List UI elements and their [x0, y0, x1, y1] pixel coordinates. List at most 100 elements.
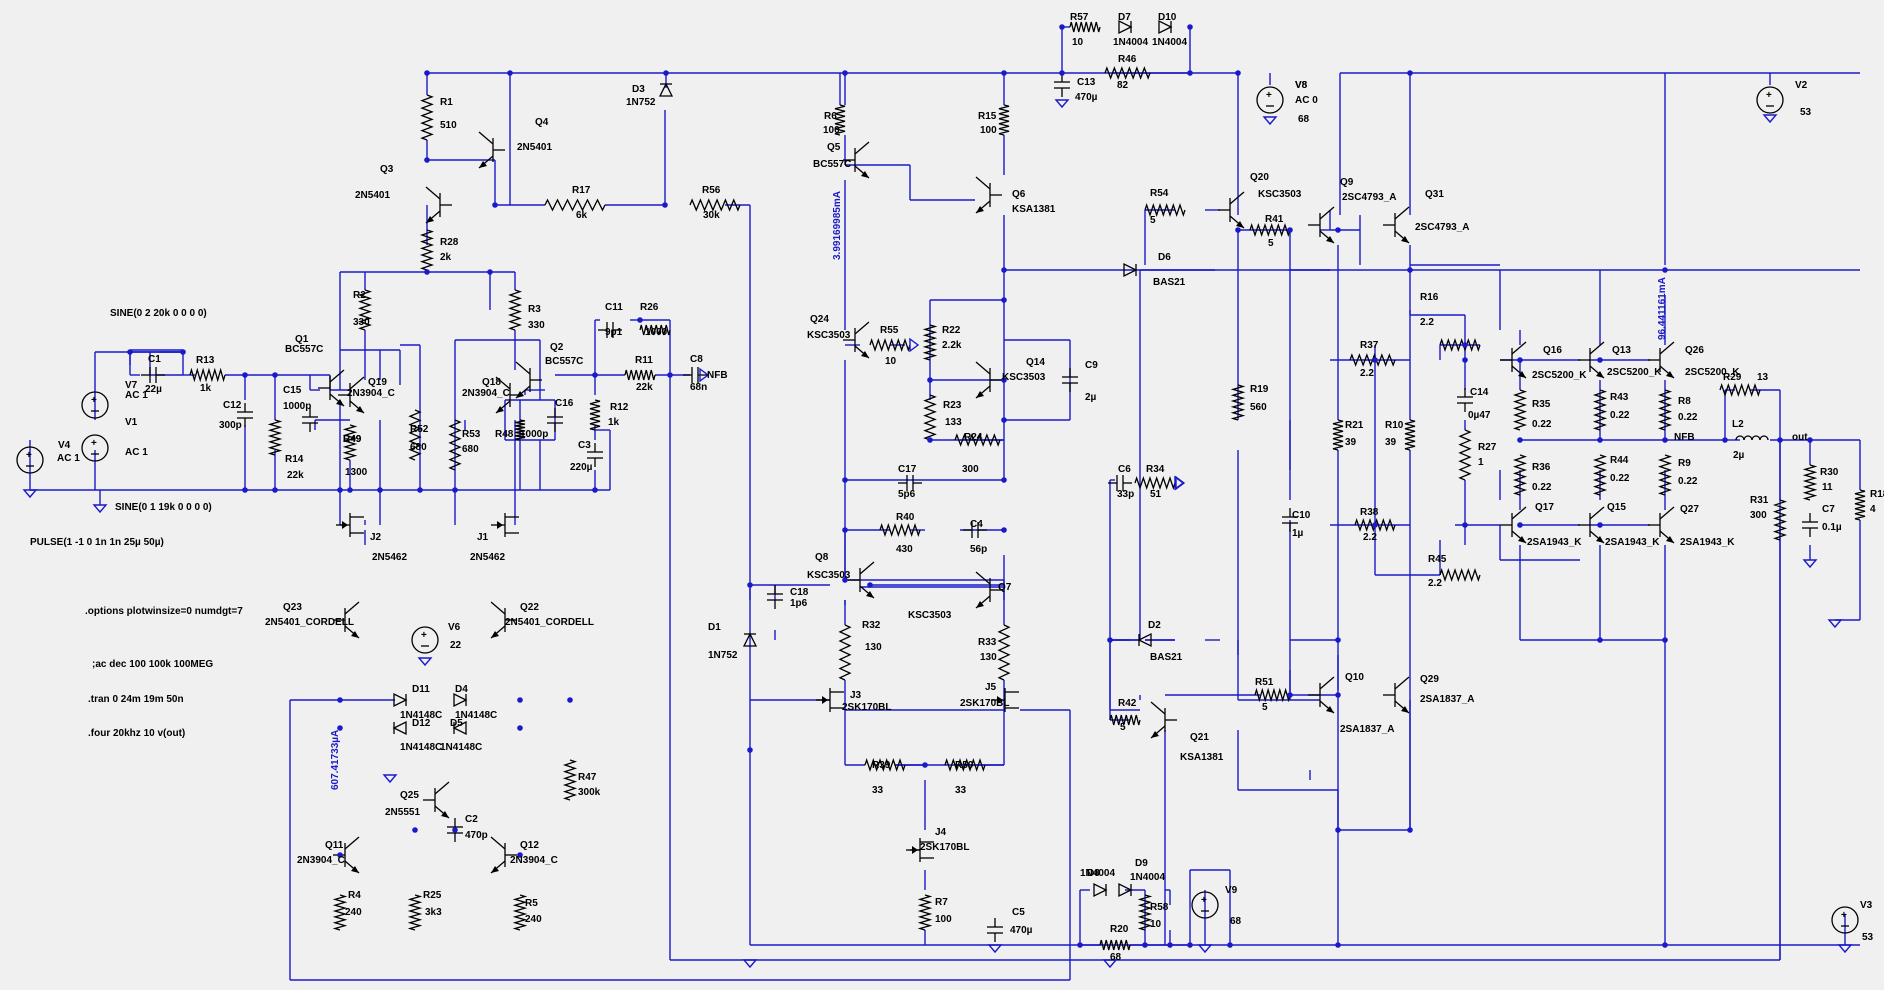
diode-d10[interactable] — [1158, 19, 1173, 35]
jfet-j2[interactable] — [336, 513, 364, 537]
diode-d5[interactable] — [452, 720, 467, 736]
resistor-r29[interactable] — [1719, 382, 1761, 398]
resistor-r6[interactable] — [834, 104, 846, 136]
resistor-r31[interactable] — [1772, 499, 1788, 541]
transistor-q29[interactable] — [1383, 676, 1410, 714]
resistor-r21[interactable] — [1332, 419, 1344, 451]
inductor-l2[interactable] — [1735, 435, 1769, 441]
resistor-r40[interactable] — [879, 522, 921, 538]
jfet-j3[interactable] — [816, 688, 844, 712]
capacitor-c13[interactable] — [1054, 73, 1070, 97]
diode-d11[interactable] — [393, 692, 408, 708]
transistor-q19[interactable] — [338, 376, 365, 414]
resistor-r42[interactable] — [1109, 714, 1141, 726]
resistor-r15[interactable] — [998, 104, 1010, 136]
resistor-r18[interactable] — [1854, 489, 1866, 521]
transistor-q26[interactable] — [1648, 341, 1675, 379]
capacitor-c4[interactable] — [963, 522, 987, 538]
resistor-r53[interactable] — [448, 419, 462, 471]
resistor-r41[interactable] — [1249, 222, 1291, 238]
resistor-r5[interactable] — [512, 894, 528, 931]
resistor-r23[interactable] — [923, 394, 937, 441]
jfet-j4[interactable] — [906, 838, 934, 862]
transistor-q13[interactable] — [1578, 341, 1605, 379]
capacitor-c2[interactable] — [447, 818, 463, 842]
resistor-r39[interactable] — [864, 757, 906, 773]
transistor-q14[interactable] — [975, 361, 1002, 399]
resistor-r47[interactable] — [562, 759, 578, 801]
capacitor-c11[interactable] — [598, 322, 622, 338]
resistor-r35[interactable] — [1512, 389, 1528, 431]
transistor-q2[interactable] — [515, 361, 542, 399]
transistor-q17[interactable] — [1500, 506, 1527, 544]
resistor-r51[interactable] — [1254, 687, 1291, 703]
resistor-r2[interactable] — [357, 289, 373, 331]
transistor-q15[interactable] — [1578, 506, 1605, 544]
resistor-r45[interactable] — [1439, 567, 1481, 583]
resistor-r57[interactable] — [1069, 21, 1101, 33]
resistor-r22[interactable] — [922, 324, 938, 361]
resistor-r52[interactable] — [408, 409, 422, 461]
capacitor-c15[interactable] — [302, 408, 318, 432]
capacitor-c10[interactable] — [1282, 508, 1298, 532]
source-v6[interactable]: + — [411, 626, 439, 654]
resistor-r3[interactable] — [507, 289, 523, 331]
resistor-r46[interactable] — [1104, 66, 1151, 80]
resistor-r17[interactable] — [544, 198, 606, 212]
diode-d2[interactable] — [1137, 632, 1152, 648]
jfet-j5[interactable] — [991, 688, 1019, 712]
diode-d4[interactable] — [453, 692, 468, 708]
transistor-q10[interactable] — [1308, 676, 1335, 714]
resistor-r4[interactable] — [332, 894, 348, 931]
source-v9[interactable]: + — [1191, 891, 1219, 919]
source-v1[interactable]: + — [81, 434, 109, 462]
resistor-r19[interactable] — [1230, 384, 1246, 421]
resistor-r32[interactable] — [838, 624, 852, 681]
diode-d12[interactable] — [392, 720, 407, 736]
resistor-r58[interactable] — [1137, 894, 1153, 931]
resistor-r11[interactable] — [624, 369, 656, 381]
resistor-r13[interactable] — [189, 367, 226, 383]
source-v4[interactable]: + — [16, 446, 44, 474]
capacitor-c12[interactable] — [237, 403, 253, 427]
transistor-q6[interactable] — [975, 176, 1002, 214]
diode-d6[interactable] — [1123, 262, 1138, 278]
diode-d3[interactable] — [658, 82, 674, 97]
transistor-q31[interactable] — [1383, 206, 1410, 244]
resistor-r33[interactable] — [997, 624, 1011, 681]
resistor-r44[interactable] — [1592, 454, 1608, 496]
source-v2[interactable]: + — [1756, 86, 1784, 114]
resistor-r56[interactable] — [689, 198, 741, 212]
resistor-r30[interactable] — [1802, 464, 1818, 501]
source-v3[interactable]: + — [1831, 906, 1859, 934]
resistor-r9[interactable] — [1657, 454, 1673, 496]
capacitor-c7[interactable] — [1802, 513, 1818, 537]
resistor-r54[interactable] — [1144, 202, 1186, 218]
transistor-q22[interactable] — [490, 601, 517, 639]
resistor-r27[interactable] — [1458, 429, 1472, 481]
transistor-q1[interactable] — [318, 369, 345, 407]
resistor-r14[interactable] — [267, 419, 283, 456]
transistor-q8[interactable] — [848, 561, 875, 599]
resistor-r24[interactable] — [954, 433, 1001, 447]
capacitor-c3[interactable] — [587, 443, 603, 467]
transistor-q16[interactable] — [1500, 341, 1527, 379]
resistor-r25[interactable] — [407, 894, 423, 931]
source-v7[interactable]: + — [81, 391, 109, 419]
capacitor-c16[interactable] — [547, 408, 563, 432]
transistor-q12[interactable] — [490, 836, 517, 874]
transistor-q7[interactable] — [975, 571, 1002, 609]
jfet-j1[interactable] — [491, 513, 519, 537]
resistor-r12[interactable] — [589, 399, 601, 431]
transistor-q25[interactable] — [423, 781, 450, 819]
diode-d7[interactable] — [1118, 19, 1133, 35]
transistor-q4[interactable] — [478, 131, 505, 169]
resistor-r48[interactable] — [514, 419, 526, 441]
resistor-r55[interactable] — [869, 337, 911, 353]
resistor-r28[interactable] — [419, 229, 435, 271]
transistor-q21[interactable] — [1150, 701, 1177, 739]
resistor-r36[interactable] — [1512, 454, 1528, 496]
capacitor-c17[interactable] — [898, 475, 922, 491]
transistor-q27[interactable] — [1648, 506, 1675, 544]
